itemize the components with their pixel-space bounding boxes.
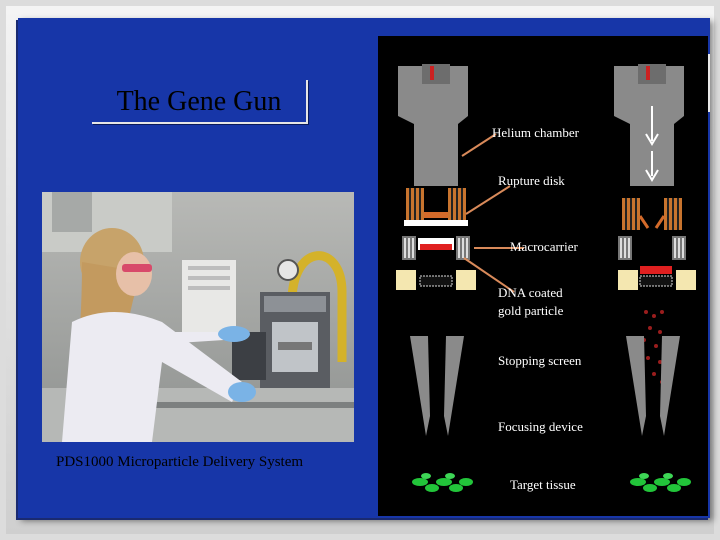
target-tissue-right	[630, 473, 691, 492]
diagram-illustration	[396, 64, 696, 492]
label-dna-line1: DNA coated	[498, 285, 563, 300]
focusing-device-left	[410, 336, 464, 436]
label-helium-chamber: Helium chamber	[492, 125, 579, 140]
stopping-screen-left	[396, 270, 476, 290]
focusing-device-right	[626, 336, 680, 436]
target-tissue-left	[412, 473, 473, 492]
stopping-screen-right	[618, 266, 696, 290]
pointer-lines	[461, 133, 524, 293]
lab-photo	[42, 192, 354, 442]
macrocarrier-right	[618, 236, 686, 260]
slide-title: The Gene Gun	[92, 80, 308, 124]
label-target-tissue: Target tissue	[510, 477, 576, 492]
label-dna-line2: gold particle	[498, 303, 564, 318]
label-stopping-screen: Stopping screen	[498, 353, 582, 368]
slide: The Gene Gun	[18, 18, 710, 518]
label-macrocarrier: Macrocarrier	[510, 239, 578, 254]
photo-caption: PDS1000 Microparticle Delivery System	[56, 454, 304, 470]
helium-chamber-right	[614, 64, 684, 186]
lab-photo-illustration	[42, 192, 354, 442]
rupture-disk-blocks-left	[404, 188, 468, 226]
gene-gun-diagram: Helium chamber Rupture disk Macrocarrier…	[378, 36, 708, 516]
label-rupture-disk: Rupture disk	[498, 173, 565, 188]
rupture-disk-blocks-right	[622, 198, 682, 230]
label-focusing-device: Focusing device	[498, 419, 583, 434]
helium-chamber-left	[398, 64, 468, 186]
macrocarrier-left	[402, 236, 470, 260]
